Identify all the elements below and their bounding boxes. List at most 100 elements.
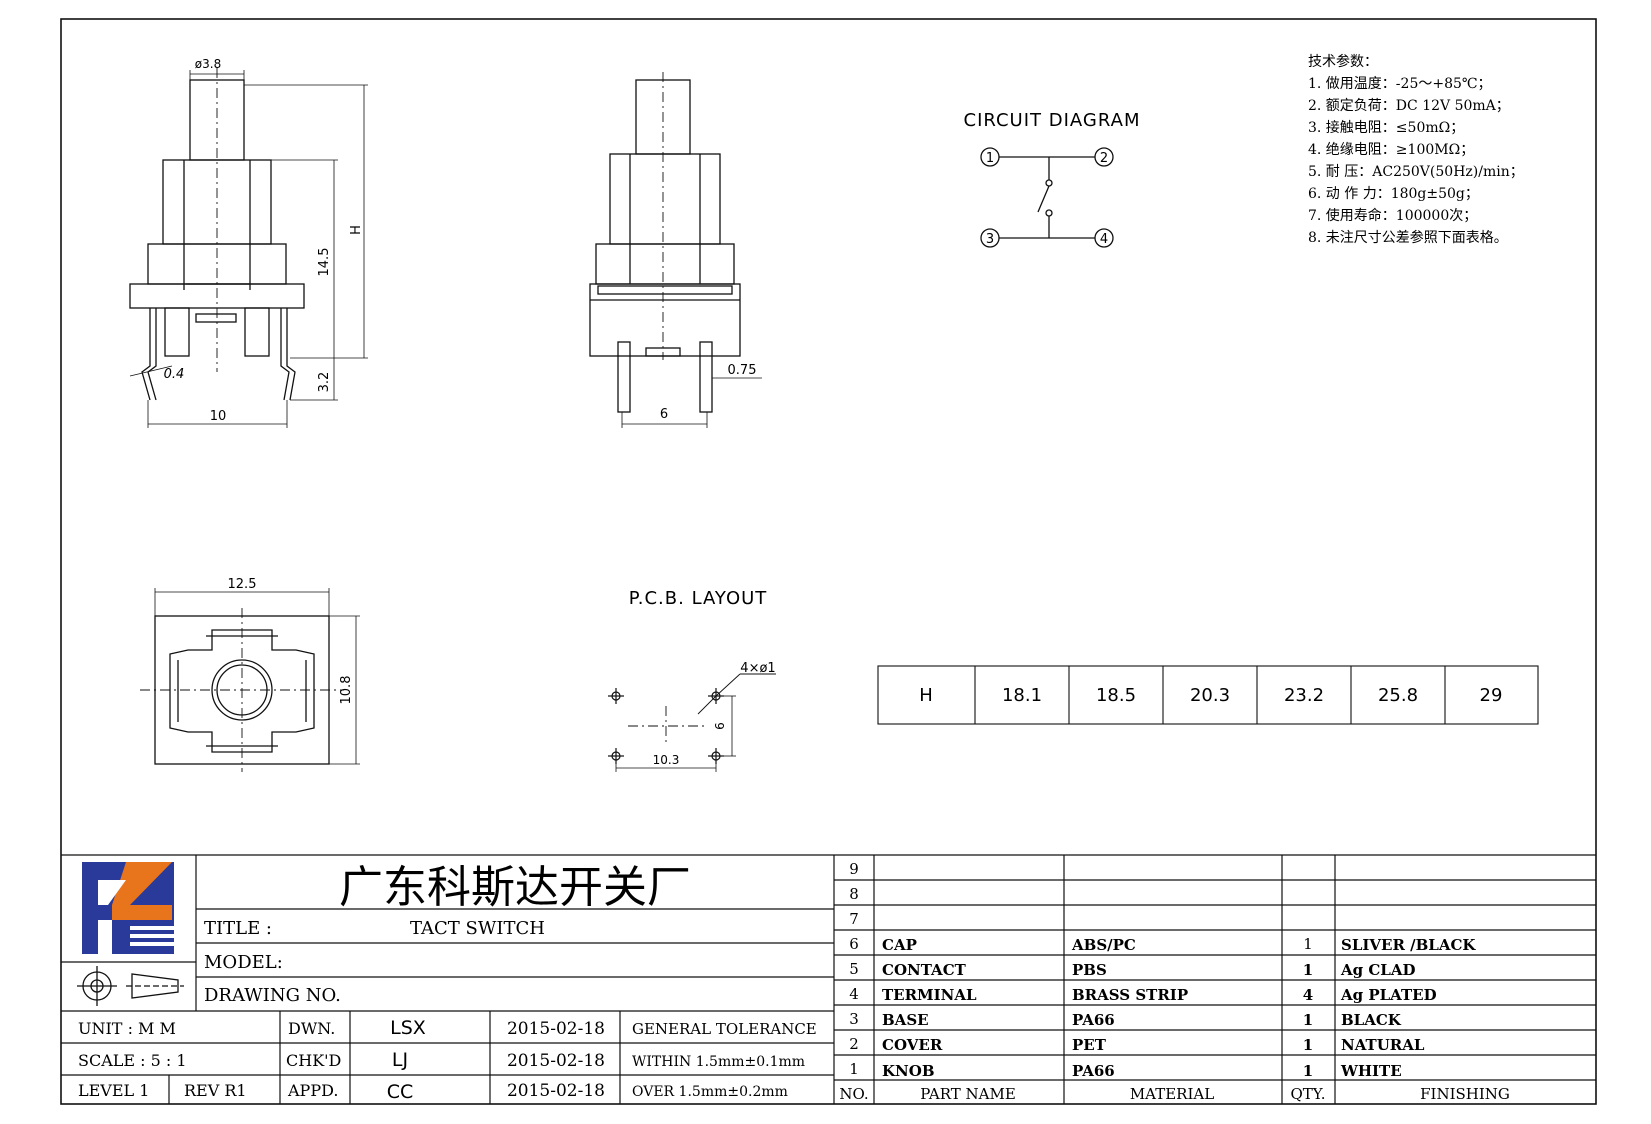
pcb-holes bbox=[608, 673, 776, 772]
projection-symbol-icon bbox=[77, 966, 184, 1006]
h-table-cell: 23.2 bbox=[1284, 685, 1324, 706]
circuit-title: CIRCUIT DIAGRAM bbox=[964, 110, 1141, 131]
dwn-label: DWN. bbox=[288, 1019, 335, 1038]
dwn-date: 2015-02-18 bbox=[507, 1019, 605, 1039]
h-table-cell: 25.8 bbox=[1378, 685, 1418, 706]
dim-top-h: 10.8 bbox=[339, 676, 354, 705]
bom-no: 1 bbox=[849, 1060, 859, 1078]
pin-2: 2 bbox=[1100, 151, 1108, 166]
dim-h: H bbox=[349, 225, 364, 235]
model-label: MODEL: bbox=[204, 952, 283, 973]
bom-no: 2 bbox=[849, 1035, 859, 1053]
chkd-label: CHK'D bbox=[286, 1051, 341, 1070]
title-block-grid bbox=[61, 854, 1596, 1104]
title-value: TACT SWITCH bbox=[410, 918, 545, 939]
spec-item: 8. 未注尺寸公差参照下面表格。 bbox=[1308, 229, 1508, 246]
appd-name: CC bbox=[387, 1081, 414, 1103]
pin-4: 4 bbox=[1100, 232, 1108, 247]
spec-item: 1. 做用温度：-25～+85℃； bbox=[1308, 76, 1492, 92]
bom-no: 7 bbox=[849, 910, 859, 928]
spec-item: 5. 耐 压：AC250V(50Hz)/min； bbox=[1308, 164, 1524, 180]
company-name: 广东科斯达开关厂 bbox=[339, 862, 691, 913]
spec-heading: 技术参数： bbox=[1308, 53, 1378, 70]
h-table-cell: 29 bbox=[1480, 685, 1503, 706]
bom-no: 9 bbox=[849, 860, 859, 878]
bom-qty: 1 bbox=[1303, 935, 1313, 953]
level-cell: LEVEL 1 bbox=[78, 1081, 149, 1100]
dim-width: 10 bbox=[210, 409, 227, 424]
tolerance-label: GENERAL TOLERANCE bbox=[632, 1020, 817, 1038]
dim-side-pin: 0.75 bbox=[728, 363, 757, 378]
spec-list: 技术参数： 1. 做用温度：-25～+85℃； 2. 额定负荷：DC 12V 5… bbox=[1308, 53, 1524, 246]
spec-item: 7. 使用寿命：100000次； bbox=[1308, 207, 1477, 224]
bom-no: 5 bbox=[849, 960, 859, 978]
bom-finish: SLIVER /BLACK bbox=[1341, 936, 1476, 954]
bom-material: PA66 bbox=[1072, 1011, 1115, 1029]
bom-part: BASE bbox=[882, 1011, 929, 1029]
unit-cell: UNIT : M M bbox=[78, 1019, 176, 1038]
company-logo bbox=[82, 862, 174, 954]
dwn-name: LSX bbox=[390, 1017, 426, 1039]
bom-material: ABS/PC bbox=[1071, 936, 1136, 954]
appd-date: 2015-02-18 bbox=[507, 1081, 605, 1101]
bom-qty: 1 bbox=[1303, 1036, 1313, 1054]
pcb-dim-x: 10.3 bbox=[653, 753, 680, 767]
bom-part: COVER bbox=[882, 1036, 943, 1054]
chkd-date: 2015-02-18 bbox=[507, 1051, 605, 1071]
bom-header-finish: FINISHING bbox=[1420, 1085, 1510, 1103]
bom-finish: WHITE bbox=[1340, 1062, 1402, 1080]
sheet-border bbox=[60, 18, 1597, 1105]
bom-qty: 1 bbox=[1303, 1011, 1313, 1029]
bom-part: CAP bbox=[882, 936, 917, 954]
chkd-name: LJ bbox=[392, 1049, 408, 1071]
rev-cell: REV R1 bbox=[184, 1081, 247, 1100]
bom-header-material: MATERIAL bbox=[1130, 1085, 1214, 1103]
bom-no: 8 bbox=[849, 885, 859, 903]
pcb-title: P.C.B. LAYOUT bbox=[629, 588, 768, 609]
bom-qty: 4 bbox=[1303, 986, 1313, 1004]
h-table-label: H bbox=[919, 685, 933, 706]
bom-part: TERMINAL bbox=[882, 986, 977, 1004]
bom-finish: Ag CLAD bbox=[1340, 961, 1415, 979]
bom-no: 4 bbox=[849, 985, 859, 1003]
dim-body-h: 14.5 bbox=[317, 248, 332, 277]
side-view bbox=[589, 72, 762, 428]
bom-qty: 1 bbox=[1303, 1062, 1313, 1080]
bom-table: 9 8 7 6 CAP ABS/PC 1 SLIVER /BLACK 5 CON… bbox=[839, 860, 1510, 1103]
bom-material: BRASS STRIP bbox=[1072, 986, 1188, 1004]
title-label: TITLE : bbox=[204, 918, 272, 939]
bom-material: PBS bbox=[1072, 961, 1107, 979]
spec-item: 3. 接触电阻：≤50mΩ； bbox=[1308, 119, 1464, 136]
bom-part: KNOB bbox=[882, 1062, 935, 1080]
spec-item: 6. 动 作 力：180g±50g； bbox=[1308, 186, 1479, 202]
bom-material: PA66 bbox=[1072, 1062, 1115, 1080]
top-view bbox=[140, 588, 360, 772]
bom-finish: BLACK bbox=[1341, 1011, 1402, 1029]
circuit-diagram bbox=[980, 147, 1114, 248]
dim-pin-t: 0.4 bbox=[164, 367, 185, 382]
appd-label: APPD. bbox=[287, 1081, 338, 1100]
drawing-no-label: DRAWING NO. bbox=[204, 985, 341, 1006]
front-view bbox=[129, 68, 368, 428]
bom-material: PET bbox=[1072, 1036, 1107, 1054]
h-table-cell: 18.1 bbox=[1002, 685, 1042, 706]
bom-qty: 1 bbox=[1303, 961, 1313, 979]
bom-header-no: NO. bbox=[839, 1085, 868, 1103]
bom-header-qty: QTY. bbox=[1290, 1085, 1325, 1103]
tolerance-within: WITHIN 1.5mm±0.1mm bbox=[632, 1054, 805, 1070]
bom-no: 6 bbox=[849, 935, 859, 953]
dim-cap-dia: ø3.8 bbox=[195, 57, 221, 71]
tolerance-over: OVER 1.5mm±0.2mm bbox=[632, 1084, 788, 1100]
h-table-cell: 18.5 bbox=[1096, 685, 1136, 706]
dim-side-w: 6 bbox=[660, 407, 668, 422]
bom-no: 3 bbox=[849, 1010, 859, 1028]
h-table bbox=[877, 665, 1539, 725]
dim-top-w: 12.5 bbox=[228, 577, 257, 592]
bom-finish: NATURAL bbox=[1341, 1036, 1425, 1054]
h-table-cell: 20.3 bbox=[1190, 685, 1230, 706]
dim-pin-len: 3.2 bbox=[317, 372, 332, 393]
bom-finish: Ag PLATED bbox=[1340, 986, 1437, 1004]
bom-header-part: PART NAME bbox=[920, 1085, 1016, 1103]
pin-1: 1 bbox=[986, 151, 994, 166]
